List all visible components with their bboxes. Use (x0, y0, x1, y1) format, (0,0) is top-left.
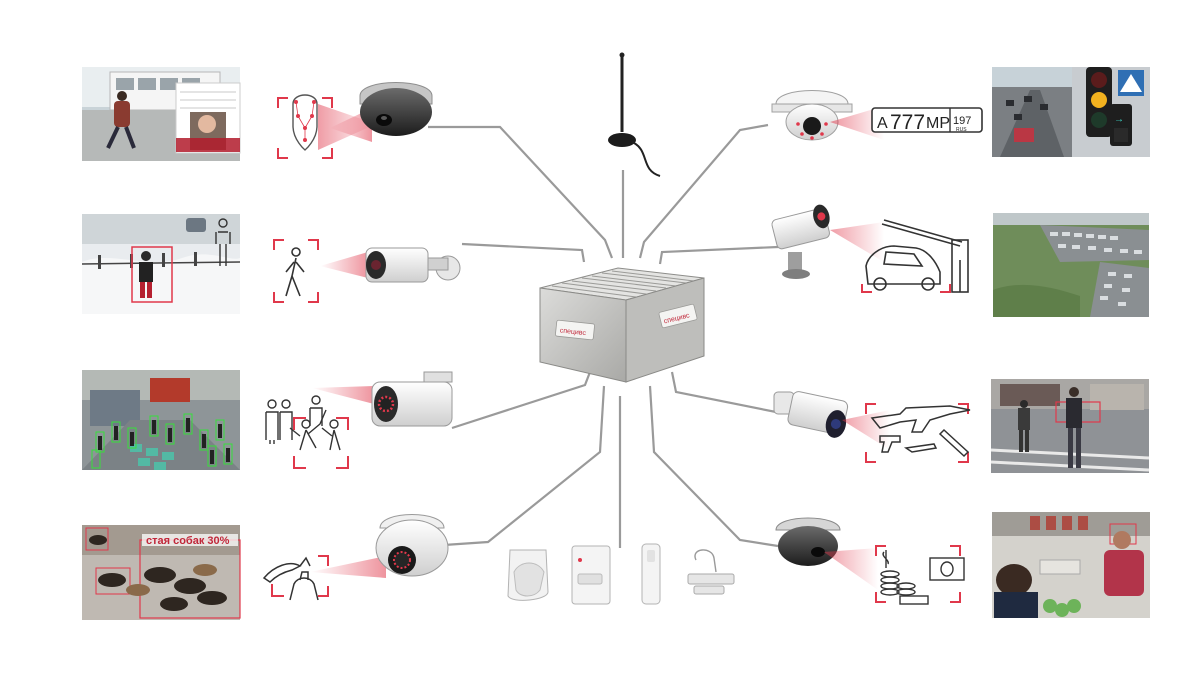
car-barrier-icon (861, 219, 969, 293)
plate-region: 197 (953, 115, 971, 127)
barrier-camera-beam (830, 222, 884, 262)
photo-face-recognition-street (82, 67, 241, 161)
weapon-camera-beam (842, 410, 890, 450)
photo-parking-lot (993, 213, 1149, 317)
person-camera-beam (320, 252, 368, 278)
plate-digits: 777 (890, 111, 925, 134)
line-dog-camera (443, 385, 606, 547)
line-money-camera (648, 385, 779, 548)
dome-camera-ir-white-icon (771, 90, 853, 141)
line-person-camera (461, 242, 586, 263)
crowd-camera-beam (312, 386, 374, 404)
bullet-camera-white-icon (773, 391, 849, 438)
line-crowd-camera (451, 371, 592, 430)
plate-camera-beam (830, 106, 884, 140)
door-contact-sensor-icon (687, 549, 735, 595)
motion-sensor-icon (507, 549, 549, 601)
money-camera-beam (824, 548, 878, 590)
walking-person-icon (273, 239, 319, 303)
bullet-camera-ir-icon (371, 371, 453, 427)
bullet-camera-icon (365, 247, 461, 283)
connection-lines (428, 123, 779, 548)
line-plate-camera (638, 123, 769, 259)
license-plate: А 777 МР 197 RUS (871, 107, 983, 134)
money-icon (875, 545, 965, 605)
photo-store-checkout (992, 512, 1150, 618)
line-face-camera (428, 125, 614, 259)
stray-dog-pack-label: стая собак 30% (146, 535, 230, 547)
line-barrier-camera (658, 245, 779, 265)
animals-icon (262, 555, 329, 601)
weapons-icon (865, 403, 971, 463)
pedestrian-figure (106, 91, 136, 149)
bullet-camera-stand-icon (771, 204, 830, 279)
photo-weapon-detection-street (990, 379, 1150, 473)
svg-text:→: → (1114, 114, 1124, 125)
photo-stray-dogs: стая собак 30% (82, 525, 241, 620)
smoke-detector-icon (571, 545, 611, 605)
dome-camera-dark-icon (359, 82, 433, 136)
edge-computer-box: специвс специвс (539, 267, 705, 383)
glass-break-sensor-icon (641, 543, 661, 605)
plate-letters-right: МР (926, 115, 950, 132)
person-pictogram-icon (215, 218, 231, 266)
photo-crowd-tracking (82, 370, 240, 470)
line-weapon-camera (670, 371, 777, 414)
plate-letter-left: А (877, 115, 888, 132)
photo-person-in-snow (81, 214, 241, 314)
plate-country: RUS (956, 127, 967, 133)
dome-camera-white-icon (375, 514, 449, 577)
dog-camera-beam (310, 556, 386, 578)
antenna-icon (608, 52, 661, 177)
dome-camera-dark-right-icon (775, 517, 841, 566)
crowd-fight-icon (265, 395, 349, 469)
hub-brand-label-left: специвс (559, 327, 586, 337)
photo-traffic-intersection: → (992, 67, 1150, 157)
